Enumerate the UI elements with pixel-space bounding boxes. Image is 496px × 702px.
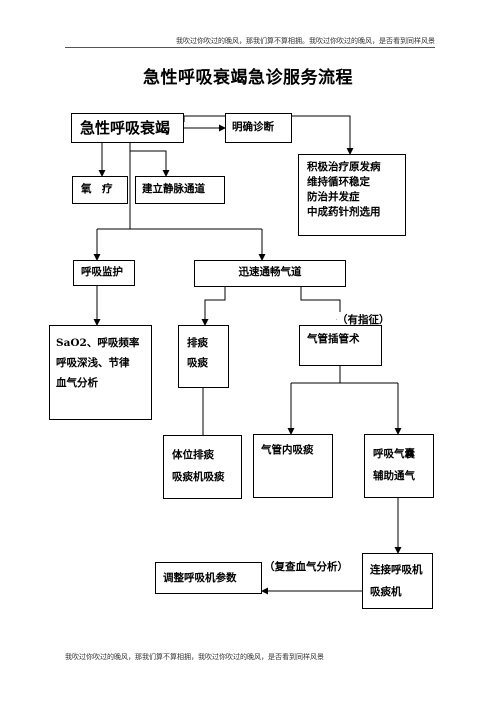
node-tracheal-suction: 气管内吸痰 xyxy=(253,434,333,498)
node-posture: 体位排痰 吸痰机吸痰 xyxy=(163,435,242,499)
node-bag-ventilation: 呼吸气囊 辅助通气 xyxy=(364,434,434,498)
page-footer: 我吹过你吹过的晚风，那我们算不算相拥，我吹过你吹过的晚风，是否看到同样风景 xyxy=(65,653,324,661)
node-iv-access: 建立静脉通道 xyxy=(135,176,225,204)
node-respiratory-failure: 急性呼吸衰竭 xyxy=(71,113,184,143)
flowchart-title: 急性呼吸衰竭急诊服务流程 xyxy=(143,68,353,88)
node-intubation: 气管插管术 xyxy=(299,325,382,366)
node-sputum: 排痰 吸痰 xyxy=(178,325,229,388)
node-connect-ventilator: 连接呼吸机 吸痰机 xyxy=(362,553,433,609)
header-divider xyxy=(65,47,435,48)
arrow-main-to-iv xyxy=(129,143,170,177)
node-monitor-items: SaO2、呼吸频率 呼吸深浅、节律 血气分析 xyxy=(49,325,152,420)
arrow-airway-to-sputum xyxy=(201,287,226,326)
label-recheck-blood-gas: （复查血气分析） xyxy=(264,559,348,574)
node-monitoring: 呼吸监护 xyxy=(73,260,135,286)
node-airway: 迅速通畅气道 xyxy=(194,260,346,287)
node-treatment: 积极治疗原发病 维持循环稳定 防治并发症 中成药针剂选用 xyxy=(298,154,406,236)
node-clear-diagnosis: 明确诊断 xyxy=(225,113,292,143)
page-header: 我吹过你吹过的晚风，那我们算不算相拥。我吹过你吹过的晚风，是否看到同样风景 xyxy=(176,37,435,45)
node-adjust-ventilator: 调整呼吸机参数 xyxy=(155,562,262,594)
label-indication: （有指征） xyxy=(337,312,390,327)
arrow-airway-to-intubation xyxy=(300,287,344,326)
node-oxygen: 氧 疗 xyxy=(72,176,128,204)
